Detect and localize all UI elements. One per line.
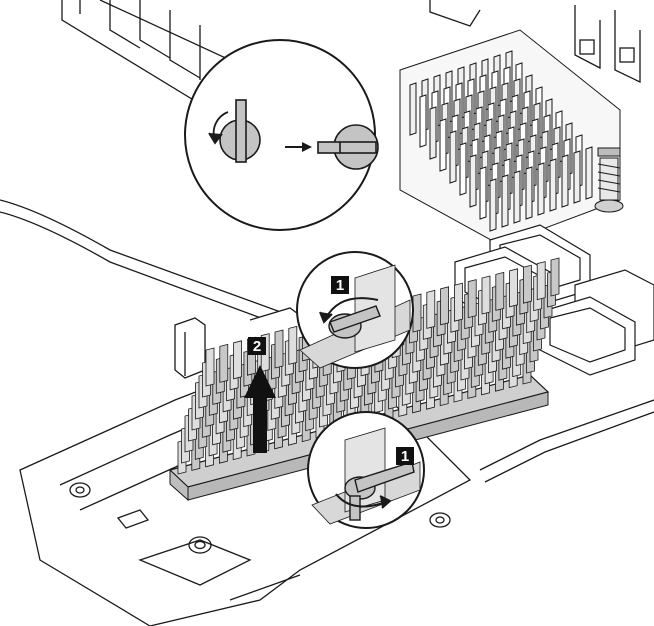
- step-badge-1-bottom: 1: [396, 447, 414, 465]
- fin: [479, 166, 487, 220]
- heatsink-fin: [550, 257, 560, 297]
- plunger-locked-icon: [219, 99, 261, 163]
- plunger-callout-top: [296, 251, 414, 369]
- heatsink-fin: [481, 275, 491, 315]
- svg-text:1: 1: [401, 448, 409, 465]
- heatsink-fin: [523, 264, 532, 304]
- plunger-callout-bottom: [307, 411, 425, 529]
- fin: [525, 166, 533, 220]
- heatsink-fin: [274, 329, 284, 369]
- svg-text:1: 1: [336, 277, 344, 294]
- fin: [501, 174, 509, 228]
- rotation-detail-inset: [184, 39, 379, 231]
- fin: [537, 162, 545, 216]
- fin: [585, 146, 593, 200]
- system-board-outline: [0, 0, 654, 483]
- standoff-screw-icon: [594, 147, 624, 213]
- background-heatsink: [399, 29, 624, 246]
- heatsink-fin: [288, 325, 298, 365]
- fin: [573, 150, 581, 204]
- heatsink-fin: [495, 271, 505, 311]
- plunger-unlocked-icon: [317, 124, 379, 170]
- fin: [469, 154, 477, 208]
- heatsink-fin: [467, 279, 477, 319]
- heatsink-fin: [440, 286, 449, 326]
- rotate-ccw-icon: [319, 297, 379, 324]
- heatsink-fin: [412, 293, 422, 333]
- heatsink-fin: [219, 343, 229, 383]
- svg-text:2: 2: [253, 338, 261, 355]
- fin: [409, 82, 417, 136]
- fin: [439, 118, 447, 172]
- fin: [449, 130, 457, 184]
- fin: [513, 170, 521, 224]
- fin: [419, 94, 427, 148]
- rotate-cw-icon: [335, 493, 392, 509]
- fin: [429, 106, 437, 160]
- heatsink-fin: [205, 347, 215, 387]
- heatsink-fin: [454, 282, 463, 322]
- step-badge-2: 2: [248, 337, 266, 355]
- heatsink-fin: [509, 268, 518, 308]
- fin: [459, 142, 467, 196]
- heatsink-fin: [233, 340, 242, 380]
- step-labels: 1 2 1: [248, 276, 414, 465]
- heatsink-fin: [536, 261, 546, 301]
- step-badge-1-top: 1: [331, 276, 349, 294]
- heatsink-fin: [426, 289, 436, 329]
- fin: [549, 158, 557, 212]
- fin: [489, 178, 497, 232]
- fin: [561, 154, 569, 208]
- arrow-right-icon: [285, 142, 312, 152]
- arrow-up-icon: [244, 365, 276, 453]
- rotate-ccw-icon: [208, 111, 229, 145]
